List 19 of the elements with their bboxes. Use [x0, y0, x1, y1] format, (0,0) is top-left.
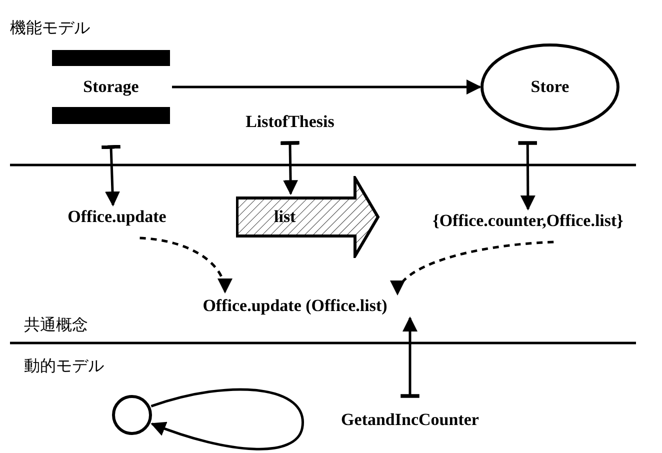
arrow [150, 388, 304, 450]
section-label: 共通概念 [24, 315, 88, 335]
mapping-arrow [518, 141, 537, 210]
mapping-arrow [102, 144, 120, 206]
dashed-arrow [393, 240, 554, 296]
node-label: Office.update [68, 207, 166, 227]
node-label: {Office.counter,Office.list} [432, 211, 624, 231]
dashed-arrow [140, 236, 232, 294]
section-label: 動的モデル [24, 356, 104, 376]
section-label: 機能モデル [10, 18, 90, 38]
node-label: Store [530, 77, 570, 96]
state-circle [112, 395, 152, 435]
mapping-arrow [280, 141, 300, 196]
node-label: ListofThesis [246, 112, 334, 132]
node-label: Office.update (Office.list) [202, 296, 388, 316]
node-label: Storage [83, 77, 139, 96]
mapping-arrow [400, 316, 420, 398]
arrow [172, 80, 482, 94]
node-label: GetandIncCounter [341, 410, 479, 430]
